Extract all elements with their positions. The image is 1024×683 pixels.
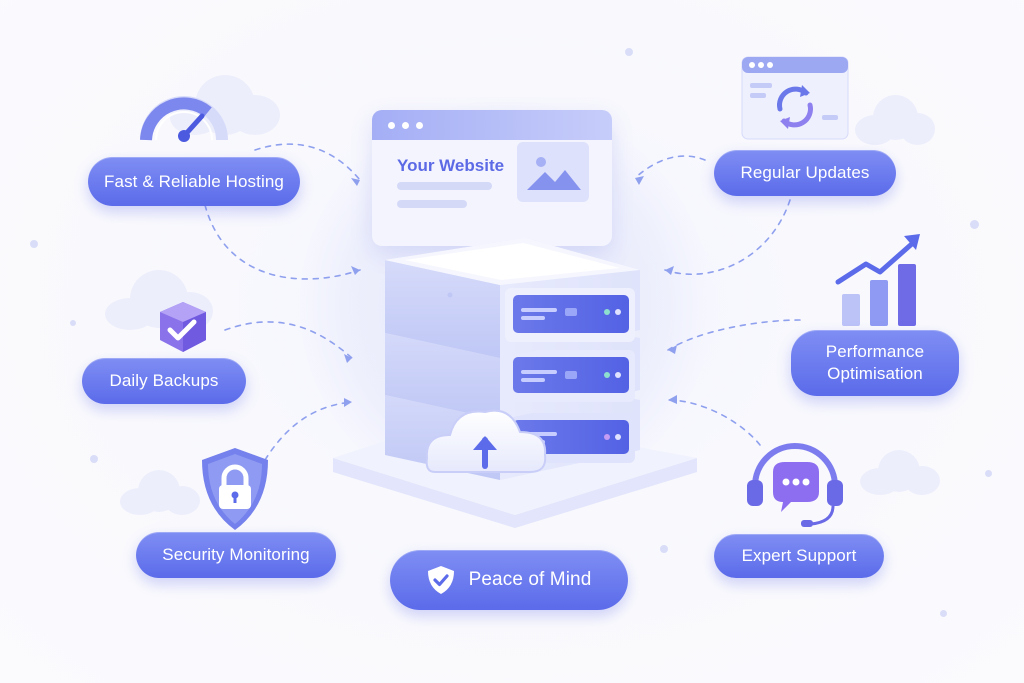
feature-fast-reliable-hosting: Fast & Reliable Hosting [88, 157, 300, 206]
connector-backups [224, 321, 353, 359]
website-title: Your Website [397, 156, 505, 175]
connector-performance [667, 319, 801, 351]
feature-daily-backups: Daily Backups [82, 358, 246, 404]
content-line [397, 200, 467, 208]
decor-dot [70, 320, 76, 326]
connector-updates [634, 155, 706, 179]
connector-hosting-lower [204, 204, 361, 280]
cloud-decoration [855, 95, 935, 145]
peace-of-mind-label: Peace of Mind [468, 569, 592, 590]
browser-title-bar [372, 110, 612, 140]
decor-dot [30, 240, 38, 248]
speedometer-icon [140, 96, 228, 142]
refresh-window-icon [741, 56, 849, 140]
connector-security [264, 401, 353, 461]
connector-updates-lower [664, 199, 791, 275]
shield-lock-icon [202, 448, 268, 530]
feature-security-monitoring: Security Monitoring [136, 532, 336, 578]
cloud-upload-icon [425, 409, 547, 473]
feature-regular-updates: Regular Updates [714, 150, 896, 196]
content-line [397, 182, 492, 190]
decor-dot [90, 455, 98, 463]
feature-performance-optimisation: Performance Optimisation [791, 330, 959, 396]
decor-dot [625, 48, 633, 56]
website-browser-window: Your Website [372, 110, 612, 246]
connector-support [667, 399, 761, 446]
decor-dot [970, 220, 979, 229]
connector-hosting [254, 143, 361, 181]
image-placeholder-icon [517, 142, 589, 202]
backup-box-icon [160, 302, 206, 352]
decor-dot [940, 610, 947, 617]
cloud-decoration [860, 450, 940, 495]
server-stack [333, 238, 697, 528]
cloud-decoration [120, 470, 200, 515]
headset-icon [747, 443, 843, 527]
decor-dot [660, 545, 668, 553]
growth-chart-icon [835, 234, 920, 326]
peace-of-mind-badge: Peace of Mind [390, 550, 628, 610]
cloud-decoration [105, 270, 215, 330]
feature-expert-support: Expert Support [714, 534, 884, 578]
shield-check-icon [427, 566, 454, 594]
decor-dot [985, 470, 992, 477]
